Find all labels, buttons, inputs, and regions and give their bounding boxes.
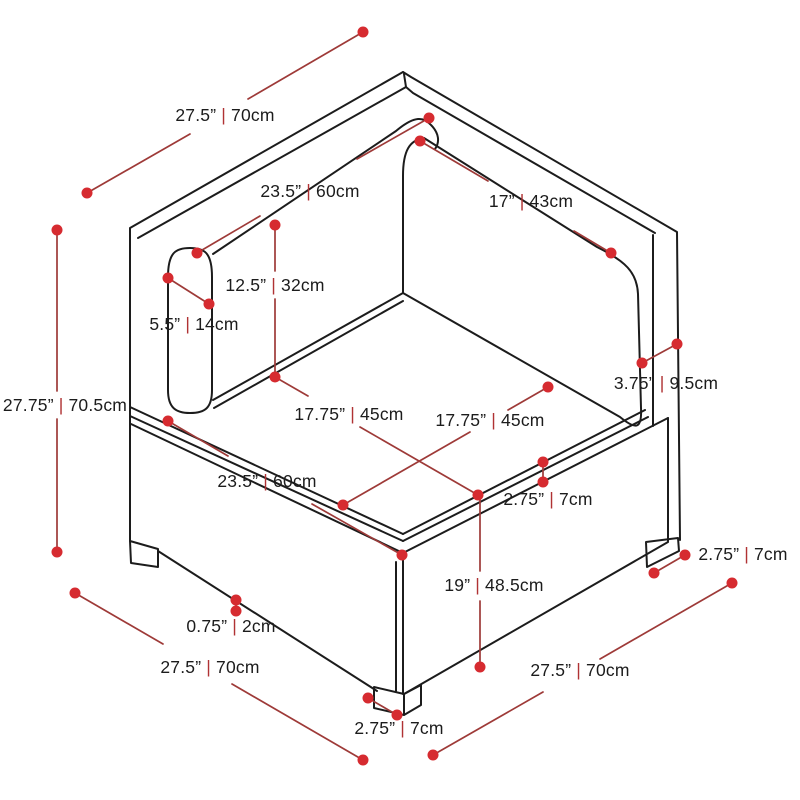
dim-label-front-leg-height: 2.75”|7cm [354,718,443,738]
dim-dot [474,661,486,673]
dim-label-seat-depth-right: 17.75”|45cm [435,410,544,430]
back-right-panel-top-face [405,86,656,234]
dim-dot [605,247,617,259]
dim-dot [69,587,81,599]
dim-dot [81,187,93,199]
dim-dot [269,371,281,383]
dim-label-base-front-left-width: 23.5”|60cm [217,471,316,491]
dim-dot [357,754,369,766]
seat-front-left-edge [129,406,404,535]
left-leg [129,540,159,568]
dim-dot [51,224,63,236]
dim-label-back-height-above-seat: 12.5”|32cm [225,275,324,295]
base-left-lip-bottom [130,423,404,554]
dim-dot [362,692,374,704]
back-left-cushion-top-edge [212,118,440,255]
seat-back-left-seam [213,300,404,409]
dim-label-seat-depth-left: 17.75”|45cm [294,404,403,424]
dimension-labels: 27.5”|70cm 23.5”|60cm 17”|43cm 12.5”|32c… [3,105,788,738]
dim-dot [269,219,281,231]
dim-dot [636,357,648,369]
dim-dot [203,298,215,310]
dim-label-arm-cushion-thickness: 5.5”|14cm [149,314,238,334]
dimension-dots [51,26,738,766]
dim-dot [230,605,242,617]
dim-dot [423,112,435,124]
base-left-lip-top [129,415,404,542]
dim-label-seat-lip-height: 2.75”|7cm [503,489,592,509]
dim-dot [427,749,439,761]
dim-dot [191,247,203,259]
dim-dot [542,381,554,393]
dim-dot [679,549,691,561]
dim-dot [162,272,174,284]
dim-line-base-bottom-left-width [74,592,364,761]
seat-back-left-edge [212,292,404,401]
sofa-outline [129,71,681,716]
base-right-lip-top [402,417,669,554]
dim-line-right-leg-height [653,554,686,574]
base-bottom-left-edge [157,550,378,692]
dim-label-back-panel-thickness: 3.75”|9.5cm [614,373,718,393]
left-arm-cushion [167,247,213,414]
dim-label-base-edge-thickness: 0.75”|2cm [186,616,275,636]
dim-dot [396,549,408,561]
dim-line-arm-cushion-thickness [167,277,210,305]
dim-label-back-left-top-width: 27.5”|70cm [175,105,274,125]
dim-dot [357,26,369,38]
dim-dot [648,567,660,579]
dim-dot [537,476,549,488]
dim-line-back-right-cushion-width [419,140,612,254]
dim-dot [162,415,174,427]
base-bottom-right-edge [403,541,669,695]
dim-label-base-height: 19”|48.5cm [444,575,543,595]
back-right-panel-outer-edge [402,71,681,541]
dim-label-back-right-cushion-width: 17”|43cm [489,191,573,211]
dim-line-back-left-top-width [86,31,364,194]
dim-label-back-left-cushion-width: 23.5”|60cm [260,181,359,201]
dim-dot [414,135,426,147]
dim-line-base-front-left-width [167,420,403,556]
dimension-lines [56,31,733,761]
dim-line-back-panel-thickness [641,343,678,364]
seat-front-right-edge [402,409,646,535]
dim-dot [671,338,683,350]
dim-line-front-leg-height [367,697,398,716]
dim-dot [391,709,403,721]
back-left-panel-outer-edge [129,71,404,542]
dim-label-overall-height: 27.75”|70.5cm [3,395,127,415]
dim-label-base-bottom-right-width: 27.5”|70cm [530,660,629,680]
dim-dot [230,594,242,606]
dim-dot [726,577,738,589]
dim-dot [51,546,63,558]
dim-label-right-leg-height: 2.75”|7cm [698,544,787,564]
back-right-cushion [402,137,643,427]
dim-dot [537,456,549,468]
dim-label-base-bottom-left-width: 27.5”|70cm [160,657,259,677]
dim-line-base-bottom-right-width [432,582,733,756]
seat-front-right-seam [402,416,649,542]
dim-dot [337,499,349,511]
right-leg [645,537,680,568]
dim-line-back-left-cushion-width [196,117,430,254]
dim-dot [472,489,484,501]
dim-line-seat-depth-right [342,386,549,506]
